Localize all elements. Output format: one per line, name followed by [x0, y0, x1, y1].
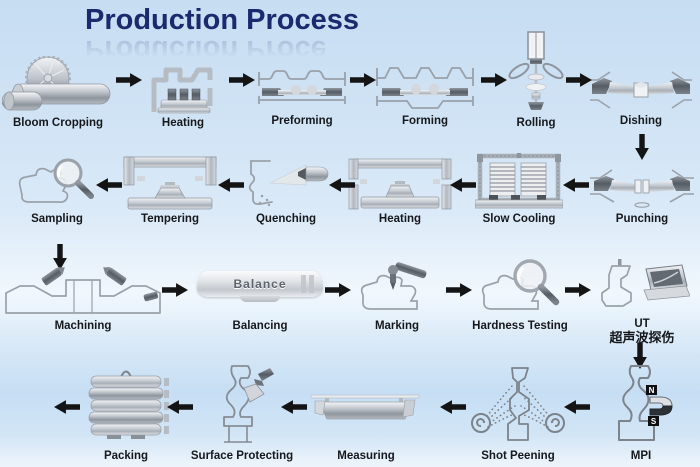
step-hardness-testing: Hardness Testing [464, 254, 576, 333]
step-label: Slow Cooling [482, 212, 556, 225]
step-mpi: N S MPI [602, 364, 680, 463]
magnifier-part-icon [481, 259, 560, 310]
step-label: Preforming [271, 114, 333, 127]
arrow-right-icon [116, 73, 142, 87]
step-heating-1: Heating [145, 50, 221, 130]
step-label: Measuring [337, 449, 395, 462]
step-shot-peening: Shot Peening [466, 366, 570, 463]
marking-tool-icon [360, 262, 427, 310]
step-label: Forming [402, 114, 448, 127]
arrow-down-icon [634, 134, 650, 160]
magnifier-part-icon [18, 158, 94, 203]
ultrasonic-laptop-icon [601, 258, 690, 307]
step-dishing: Dishing [587, 62, 695, 128]
step-sublabel: 超声波探伤 [609, 330, 675, 346]
rolling-mill-icon [508, 30, 564, 110]
machining-wheel-icon [5, 266, 161, 314]
arrow-left-icon [440, 399, 466, 415]
magnet-south-label: S [651, 417, 657, 426]
step-slow-cooling: Slow Cooling [472, 150, 566, 226]
step-label: Shot Peening [481, 449, 555, 462]
step-forming: Forming [371, 58, 479, 128]
step-machining: Machining [2, 262, 164, 333]
spray-nozzle-icon [248, 159, 329, 206]
step-punching: Punching [586, 160, 698, 226]
page-title: Production Process [85, 4, 359, 36]
step-marking: Marking [352, 258, 442, 333]
step-quenching: Quenching [240, 152, 332, 226]
step-bloom-cropping: Bloom Cropping [2, 52, 114, 130]
arrow-right-icon [229, 73, 255, 87]
step-preforming: Preforming [254, 60, 350, 128]
step-label: Heating [161, 116, 205, 129]
arrow-right-icon [325, 283, 351, 297]
dishing-die-icon [590, 71, 692, 109]
step-measuring: Measuring [306, 391, 426, 463]
furnace-frame-icon [348, 158, 452, 210]
step-label: UT [634, 317, 650, 330]
step-label: Punching [615, 212, 669, 225]
step-label: Tempering [141, 212, 199, 225]
balance-wheel-notch [301, 275, 318, 293]
tempering-furnace-icon [123, 156, 217, 210]
circular-saw-billet-icon [2, 55, 111, 111]
shot-peening-icon [471, 367, 565, 441]
step-heating-2: Heating [346, 152, 454, 226]
step-rolling: Rolling [505, 24, 567, 130]
step-sampling: Sampling [14, 152, 100, 226]
step-surface-protecting: Surface Protecting [182, 364, 302, 463]
step-label: Heating [378, 212, 422, 225]
furnace-icon [151, 67, 213, 114]
cooling-box-icon [475, 152, 563, 209]
step-label: Packing [103, 449, 149, 462]
arrow-right-icon [162, 283, 188, 297]
magnet-north-label: N [649, 386, 655, 395]
step-label: Bloom Cropping [12, 116, 104, 129]
measuring-gauge-icon [310, 394, 420, 420]
step-label: Marking [374, 319, 420, 332]
step-tempering: Tempering [116, 150, 224, 226]
step-label: Sampling [31, 212, 83, 225]
step-label: Dishing [619, 114, 663, 127]
step-label: Balancing [232, 319, 288, 332]
punched-wheel-icon [590, 169, 694, 208]
step-ut: UT 超声波探伤 [594, 258, 690, 346]
balance-wheel-text: Balance [233, 277, 287, 291]
arrow-right-icon [481, 73, 507, 87]
preform-die-icon [258, 69, 346, 104]
step-balancing: Balance Balancing [196, 271, 324, 333]
step-label: Hardness Testing [472, 319, 568, 332]
step-label: Rolling [516, 116, 556, 129]
step-label: Machining [54, 319, 112, 332]
step-packing: Packing [76, 368, 176, 463]
step-label: Quenching [255, 212, 317, 225]
balance-wheel-icon: Balance [197, 271, 323, 302]
step-label: MPI [630, 449, 652, 462]
paint-brush-part-icon [223, 365, 274, 443]
stacked-wheels-icon [88, 370, 169, 439]
forming-die-icon [376, 66, 474, 109]
step-label: Surface Protecting [190, 449, 294, 462]
magnetic-particle-icon: N S [618, 365, 673, 441]
